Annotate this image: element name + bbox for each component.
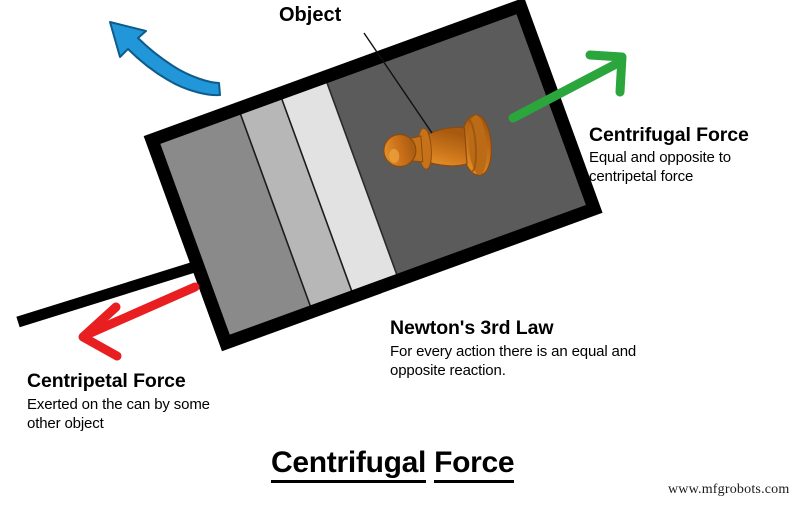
centrifugal-force-line-2: centripetal force: [589, 168, 694, 185]
blue-rotation-arrow: [109, 21, 221, 97]
stripe-white: [279, 77, 399, 297]
newtons-third-law-line-2: opposite reaction.: [390, 362, 506, 379]
centrifugal-force-heading: Centrifugal Force: [589, 124, 749, 146]
newtons-third-law-heading: Newton's 3rd Law: [390, 317, 554, 339]
red-arrow-centripetal: [78, 282, 200, 361]
stripe-gray-mid: [152, 108, 313, 343]
object-label: Object: [279, 4, 342, 26]
centrifugal-force-line-1: Equal and opposite to: [589, 149, 731, 166]
orange-chess-pawn: [383, 114, 492, 176]
page-title-word-2: Force: [434, 446, 515, 483]
centripetal-force-line-1: Exerted on the can by some: [27, 396, 210, 413]
page-title-word-1: Centrifugal: [271, 446, 426, 483]
newtons-third-law-line-1: For every action there is an equal and: [390, 343, 637, 360]
watermark: www.mfgrobots.com: [668, 482, 790, 497]
object-leader-line: [363, 32, 433, 134]
page-title: Centrifugal Force: [271, 445, 515, 483]
stripe-gray-light: [238, 93, 354, 312]
centripetal-force-line-2: other object: [27, 415, 104, 432]
green-arrow-centrifugal: [508, 50, 627, 123]
centripetal-force-heading: Centripetal Force: [27, 370, 186, 392]
rotating-can: [143, 0, 603, 352]
